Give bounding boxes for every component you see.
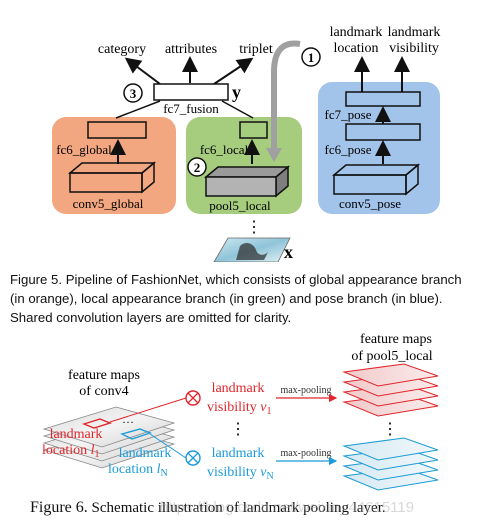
vis-ellipsis: ⋮ xyxy=(230,421,246,438)
pool-red-map-1 xyxy=(342,363,439,387)
fc6-global-label: fc6_global xyxy=(56,142,112,157)
figure-6-caption-label: Figure 6. xyxy=(30,499,88,516)
fc7-fusion-layer xyxy=(153,83,229,101)
vis-blue-line1: landmark xyxy=(212,446,265,461)
arrow-to-category xyxy=(124,57,161,85)
vis-blue-line2: visibility vN xyxy=(207,465,274,482)
figure-5-caption: Figure 5. Pipeline of FashionNet, which … xyxy=(10,270,478,327)
landmark-red-line2: location l1 xyxy=(42,443,100,460)
step-1-label: 1 xyxy=(308,50,315,65)
step-2-label: 2 xyxy=(194,160,201,175)
landmark-blue-line1: landmark xyxy=(119,446,172,461)
local-to-fusion xyxy=(221,100,254,119)
output-category: category xyxy=(98,42,146,57)
output-triplet: triplet xyxy=(239,42,273,57)
pose-to-local-arrow xyxy=(271,40,301,150)
figure-5-diagram: category attributes triplet fc7_fusion y… xyxy=(52,25,441,262)
maxpool-red-label: max-pooling xyxy=(280,385,331,396)
pool-ellipsis: ⋮ xyxy=(382,421,398,438)
output-attributes: attributes xyxy=(165,42,217,57)
input-x: x xyxy=(284,242,293,262)
conv5-global-label: conv5_global xyxy=(73,196,144,211)
pool5-local-label: pool5_local xyxy=(209,198,271,213)
input-ellipsis: ⋮ xyxy=(246,219,262,236)
pose-out-visibility-line2: visibility xyxy=(389,41,439,56)
maxpool-blue-label: max-pooling xyxy=(280,448,331,459)
figure-5-caption-text: Pipeline of FashionNet, which consists o… xyxy=(10,272,462,325)
vis-red-line1: landmark xyxy=(212,381,265,396)
vis-red-line2: visibility v1 xyxy=(207,400,272,417)
landmark-region-red xyxy=(81,418,113,429)
step-2-badge xyxy=(187,157,207,177)
pool-blue-map-1 xyxy=(342,437,439,461)
step-3-label: 3 xyxy=(130,86,137,101)
conv4-label-line1: feature maps xyxy=(68,368,140,383)
conv4-dots: ··· xyxy=(122,415,134,429)
landmark-red-line1: landmark xyxy=(50,427,103,442)
input-image-figure xyxy=(236,243,268,260)
pool-label-line1: feature maps xyxy=(360,332,432,347)
pool-label-line2: of pool5_local xyxy=(351,349,432,364)
fc6-local-layer xyxy=(239,121,268,139)
fc6-local-label: fc6_local xyxy=(200,142,249,157)
watermark: https://blog.csdn.net/weixin_44615119 xyxy=(160,499,415,516)
conv4-map-1 xyxy=(42,406,176,448)
pose-out-visibility-line1: landmark xyxy=(388,25,441,40)
conv5-pose-cuboid-front xyxy=(333,174,407,195)
red-region-line xyxy=(109,397,187,423)
step-3-badge xyxy=(123,83,143,103)
pose-to-local-arrowhead xyxy=(266,148,282,162)
fc7-fusion-label: fc7_fusion xyxy=(163,101,219,116)
figure-5-caption-label: Figure 5. xyxy=(10,272,63,287)
global-to-fusion xyxy=(115,100,161,119)
pose-out-location-line1: landmark xyxy=(330,25,383,40)
fc6-pose-label: fc6_pose xyxy=(325,142,372,157)
arrow-to-triplet xyxy=(213,57,254,85)
landmark-blue-line2: location lN xyxy=(108,462,168,479)
conv4-label-line2: of conv4 xyxy=(79,384,128,399)
figure-6-caption: Figure 6. Schematic illustration of land… xyxy=(30,499,470,517)
pool5-local-cuboid-top xyxy=(203,166,291,178)
conv5-pose-label: conv5_pose xyxy=(339,196,401,211)
fusion-output-y: y xyxy=(232,82,241,102)
pose-out-location-line2: location xyxy=(333,41,378,56)
fc6-global-layer xyxy=(87,121,147,139)
conv5-global-cuboid-front xyxy=(69,172,143,193)
blue-region-line xyxy=(149,433,187,459)
pool5-local-cuboid-front xyxy=(205,176,277,197)
figure-6-diagram: feature maps of conv4 ··· landmark locat… xyxy=(42,332,439,491)
landmark-region-blue xyxy=(120,428,153,440)
step-1-badge xyxy=(301,47,321,67)
visibility-node-red-cross xyxy=(187,392,199,404)
fc7-pose-label: fc7_pose xyxy=(325,107,372,122)
visibility-node-blue-cross xyxy=(187,452,199,464)
figure-6-caption-text: Schematic illustration of landmark pooli… xyxy=(91,500,386,516)
